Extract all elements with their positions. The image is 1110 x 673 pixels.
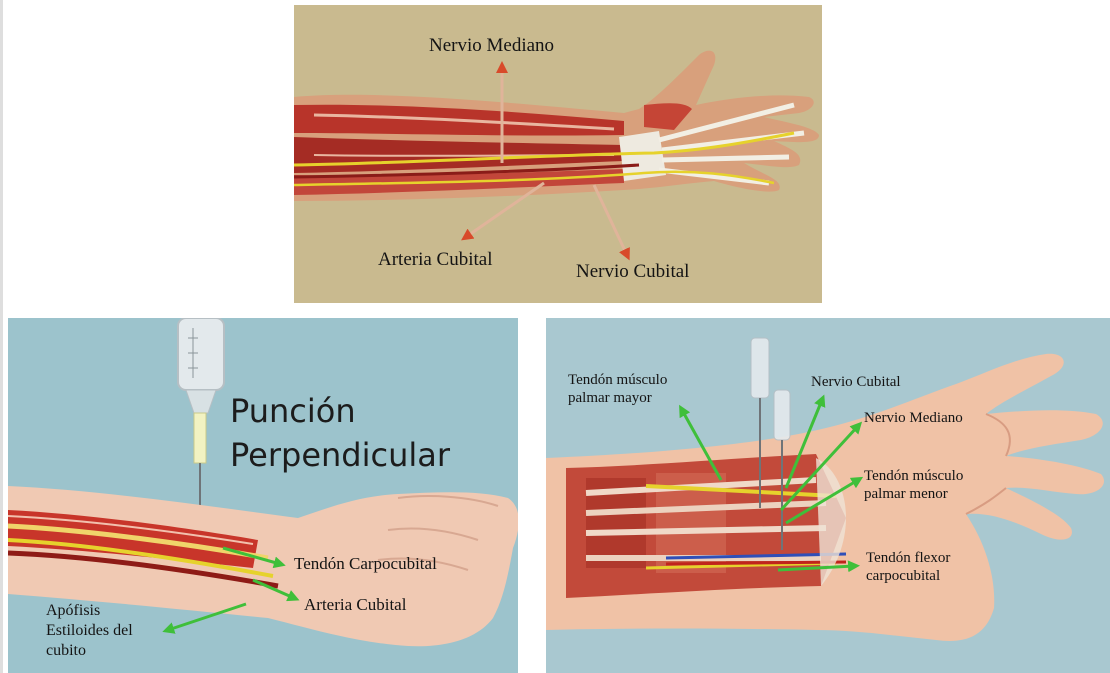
forearm-anatomy-panel: Nervio Mediano Arteria Cubital Nervio Cu… (294, 5, 822, 303)
label-median-nerve: Nervio Mediano (864, 410, 963, 427)
puncture-panel: Punción Perpendicular Tendón Carpocubita… (8, 318, 518, 673)
syringe-barrel (178, 318, 224, 390)
needle-hub (194, 413, 206, 463)
label-flexor-line1: Tendón flexor (866, 550, 950, 567)
label-palmaris-major-line1: Tendón músculo (568, 372, 667, 389)
label-ulnar-nerve: Nervio Cubital (811, 374, 901, 391)
label-styloid-line3: cubito (46, 642, 86, 660)
title-line1: Punción (230, 394, 356, 430)
forearm-illustration (294, 5, 822, 303)
needle-hub-1 (751, 338, 769, 398)
label-styloid-line2: Estiloides del (46, 622, 133, 640)
arrow-ulnar-nerve (594, 185, 627, 255)
label-tendon-carpocubital: Tendón Carpocubital (294, 554, 437, 573)
label-ulnar-artery: Arteria Cubital (378, 249, 493, 270)
label-palmaris-minor-line2: palmar menor (864, 486, 948, 503)
label-palmaris-minor-line1: Tendón músculo (864, 468, 963, 485)
wrist-anatomy-panel: Tendón músculo palmar mayor Nervio Cubit… (546, 318, 1110, 673)
label-ulnar-artery: Arteria Cubital (304, 595, 406, 614)
label-flexor-line2: carpocubital (866, 568, 940, 585)
label-ulnar-nerve: Nervio Cubital (576, 261, 689, 282)
title-line2: Perpendicular (230, 438, 450, 474)
left-edge-divider (0, 0, 3, 673)
label-median-nerve: Nervio Mediano (429, 35, 554, 56)
needle-hub-2 (774, 390, 790, 440)
label-palmaris-major-line2: palmar mayor (568, 390, 652, 407)
label-styloid-line1: Apófisis (46, 602, 100, 620)
